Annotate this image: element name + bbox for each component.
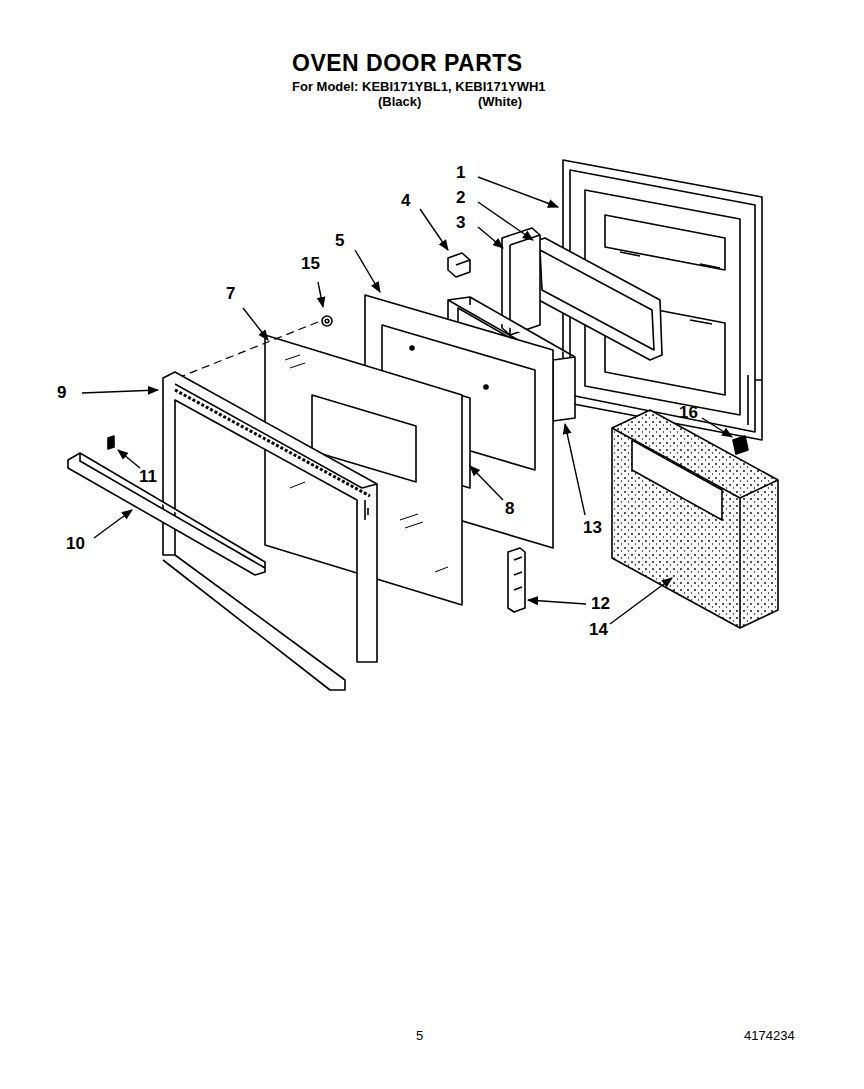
wire-frame: [533, 238, 662, 360]
small-block: [733, 436, 748, 454]
callout-number: 9: [57, 384, 66, 401]
washer: [322, 316, 332, 326]
callout-number: 7: [226, 285, 235, 302]
callout-number: 15: [301, 255, 320, 272]
callout-number: 16: [679, 404, 698, 421]
small-clip: [108, 436, 114, 449]
callout-number: 12: [591, 595, 610, 612]
callout-number: 1: [456, 164, 465, 181]
callout-number: 14: [589, 621, 608, 638]
document-number: 4174234: [744, 1029, 795, 1042]
insulation: [612, 410, 778, 628]
callout-number: 4: [401, 192, 410, 209]
leader-lines: [82, 177, 732, 624]
callout-number: 11: [139, 468, 157, 485]
callout-number: 13: [583, 519, 602, 536]
page-title: OVEN DOOR PARTS: [292, 52, 523, 75]
callout-number: 2: [456, 189, 465, 206]
clip: [448, 253, 470, 277]
hinge-bracket: [508, 548, 525, 612]
color-note: (Black): [378, 95, 421, 108]
handle: [68, 453, 265, 575]
callout-number: 8: [505, 500, 514, 517]
color-note: (White): [478, 95, 522, 108]
callout-number: 5: [335, 232, 344, 249]
callout-number: 10: [66, 535, 85, 552]
model-line: For Model: KEBI171YBL1, KEBI171YWH1: [292, 80, 546, 93]
callout-number: 3: [456, 214, 465, 231]
page-number: 5: [416, 1029, 423, 1042]
